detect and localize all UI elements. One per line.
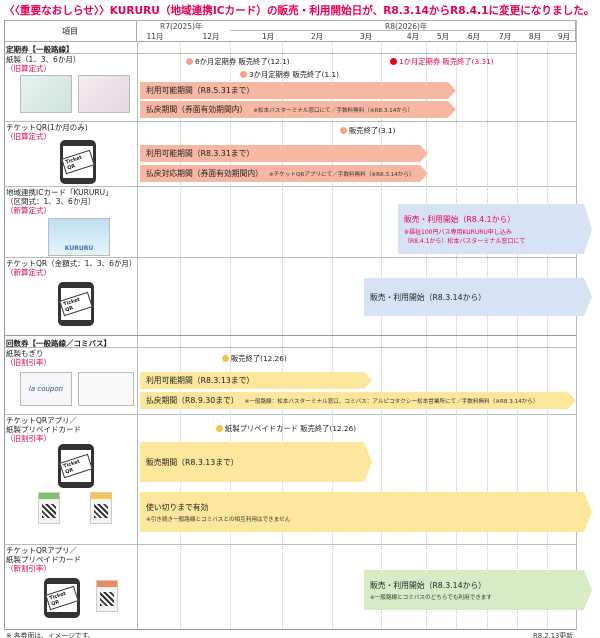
paper-pass-image — [78, 75, 130, 113]
row-label: 紙製（1、3、6か月） — [6, 55, 81, 64]
month-label: 2月 — [310, 32, 324, 41]
period-bar: 販売・利用開始（R8.4.1から） ※福祉100円バス専用KURURU申し込み … — [398, 204, 592, 254]
row-divider — [4, 257, 576, 258]
section-title-teiki: 定期券【一般路線】 — [6, 45, 74, 54]
ticket-qr-phone-image: Ticket QR — [44, 578, 80, 618]
row-label: チケットQR（金額式：1、3、6か月） — [6, 259, 137, 268]
row-label-new: （新割引率） — [6, 564, 51, 573]
header-divider — [230, 30, 576, 31]
period-bar: 販売・利用開始（R8.3.14から） — [364, 278, 592, 316]
prepaid-card-image — [96, 580, 118, 612]
period-bar: 販売期間（R8.3.13まで） — [140, 442, 372, 482]
row-label-old: （旧割引率） — [6, 434, 51, 443]
circle-marker-icon — [216, 425, 223, 432]
milestone-note: 3か月定期券 販売終了(1.1) — [240, 70, 339, 80]
table-bottom — [4, 629, 576, 630]
milestone-note: 販売終了(12.26) — [222, 354, 287, 364]
row-label-new: （新算定式） — [6, 268, 51, 277]
section-divider — [4, 335, 576, 336]
coupon-image — [78, 372, 134, 406]
month-label: 6月 — [467, 32, 481, 41]
coupon-image: la coupon — [20, 372, 72, 406]
header-year-r8: R8(2026)年 — [385, 22, 428, 31]
row-label-old: （旧算定式） — [6, 132, 51, 141]
row-divider — [4, 53, 576, 54]
grid-line — [4, 20, 5, 630]
row-label: チケットQRアプリ／ — [6, 416, 78, 425]
notice-banner: 〈〈重要なおしらせ〉〉KURURU（地域連携ICカード）の販売・利用開始日が、R… — [4, 5, 595, 17]
row-divider — [4, 121, 576, 122]
footer-note: ※ 各券面は、イメージです。 — [6, 632, 95, 638]
row-divider — [4, 414, 576, 415]
row-label-old: （旧割引率） — [6, 358, 51, 367]
milestone-note: 6か月定期券 販売終了(12.1) — [186, 57, 290, 67]
period-bar: 利用可能期間（R8.5.31まで） — [140, 82, 456, 99]
circle-marker-icon — [186, 58, 193, 65]
row-label: チケットQRアプリ／ — [6, 546, 78, 555]
header-item-label: 項目 — [4, 20, 137, 42]
row-label: 地域連携ICカード「KURURU」 — [6, 188, 113, 197]
row-divider — [4, 347, 576, 348]
row-label: （区間式：1、3、6か月） — [6, 197, 96, 206]
period-bar: 払戻対応期間（券面有効期間内）※チケットQRアプリにて／手数料無料（※R8.3.… — [140, 165, 428, 182]
row-label: チケットQR(1か月のみ) — [6, 123, 88, 132]
period-bar: 利用可能期間（R8.3.13まで） — [140, 372, 372, 389]
circle-marker-icon — [240, 71, 247, 78]
header-year-r7: R7(2025)年 — [160, 22, 203, 31]
kururu-card-image: KURURU — [48, 218, 110, 256]
milestone-note: 紙製プリペイドカード 販売終了(12.26) — [216, 424, 356, 434]
milestone-note: 1か月定期券 販売終了(3.31) — [390, 57, 494, 67]
ticket-qr-phone-image: Ticket QR — [60, 140, 96, 184]
paper-pass-image — [20, 75, 72, 113]
period-bar: 利用可能期間（R8.3.31まで） — [140, 145, 428, 162]
ticket-qr-phone-image: Ticket QR — [58, 282, 94, 326]
circle-marker-icon — [340, 127, 347, 134]
row-divider — [4, 544, 576, 545]
update-date: R8.2.13更新 — [533, 632, 573, 638]
period-bar: 払戻期間（券面有効期間内）※松本バスターミナル窓口にて／手数料無料（※R8.3.… — [140, 101, 456, 118]
row-label-new: （新算定式） — [6, 206, 51, 215]
month-label: 8月 — [528, 32, 542, 41]
circle-marker-icon — [222, 355, 229, 362]
milestone-note: 販売終了(3.1) — [340, 126, 396, 136]
prepaid-card-image — [90, 492, 112, 524]
month-label: 4月 — [406, 32, 420, 41]
month-label: 3月 — [359, 32, 373, 41]
period-bar: 払戻期間（R8.9.30まで）※一般路線：松本バスターミナル窓口、コミバス：アル… — [140, 392, 576, 409]
row-label: 紙製プリペイドカード — [6, 425, 81, 434]
month-label: 12月 — [202, 32, 220, 41]
section-title-kaisu: 回数券【一般路線／コミバス】 — [6, 339, 111, 348]
circle-marker-icon — [390, 58, 397, 65]
row-divider — [4, 186, 576, 187]
prepaid-card-image — [38, 492, 60, 524]
month-label: 7月 — [498, 32, 512, 41]
grid-line — [576, 20, 577, 630]
row-label-old: （旧算定式） — [6, 64, 51, 73]
month-label: 9月 — [557, 32, 571, 41]
period-bar: 販売・利用開始（R8.3.14から） ※一般路線とコミバスのどちらでも利用できま… — [364, 570, 592, 610]
row-label: 紙製もぎり — [6, 349, 44, 358]
month-label: 5月 — [436, 32, 450, 41]
month-label: 1月 — [261, 32, 275, 41]
period-bar: 使い切りまで有効 ※引き続き一般路線とコミバスとの相互利用はできません — [140, 492, 592, 532]
row-label: 紙製プリペイドカード — [6, 555, 81, 564]
month-label: 11月 — [146, 32, 164, 41]
ticket-qr-phone-image: Ticket QR — [58, 444, 94, 488]
